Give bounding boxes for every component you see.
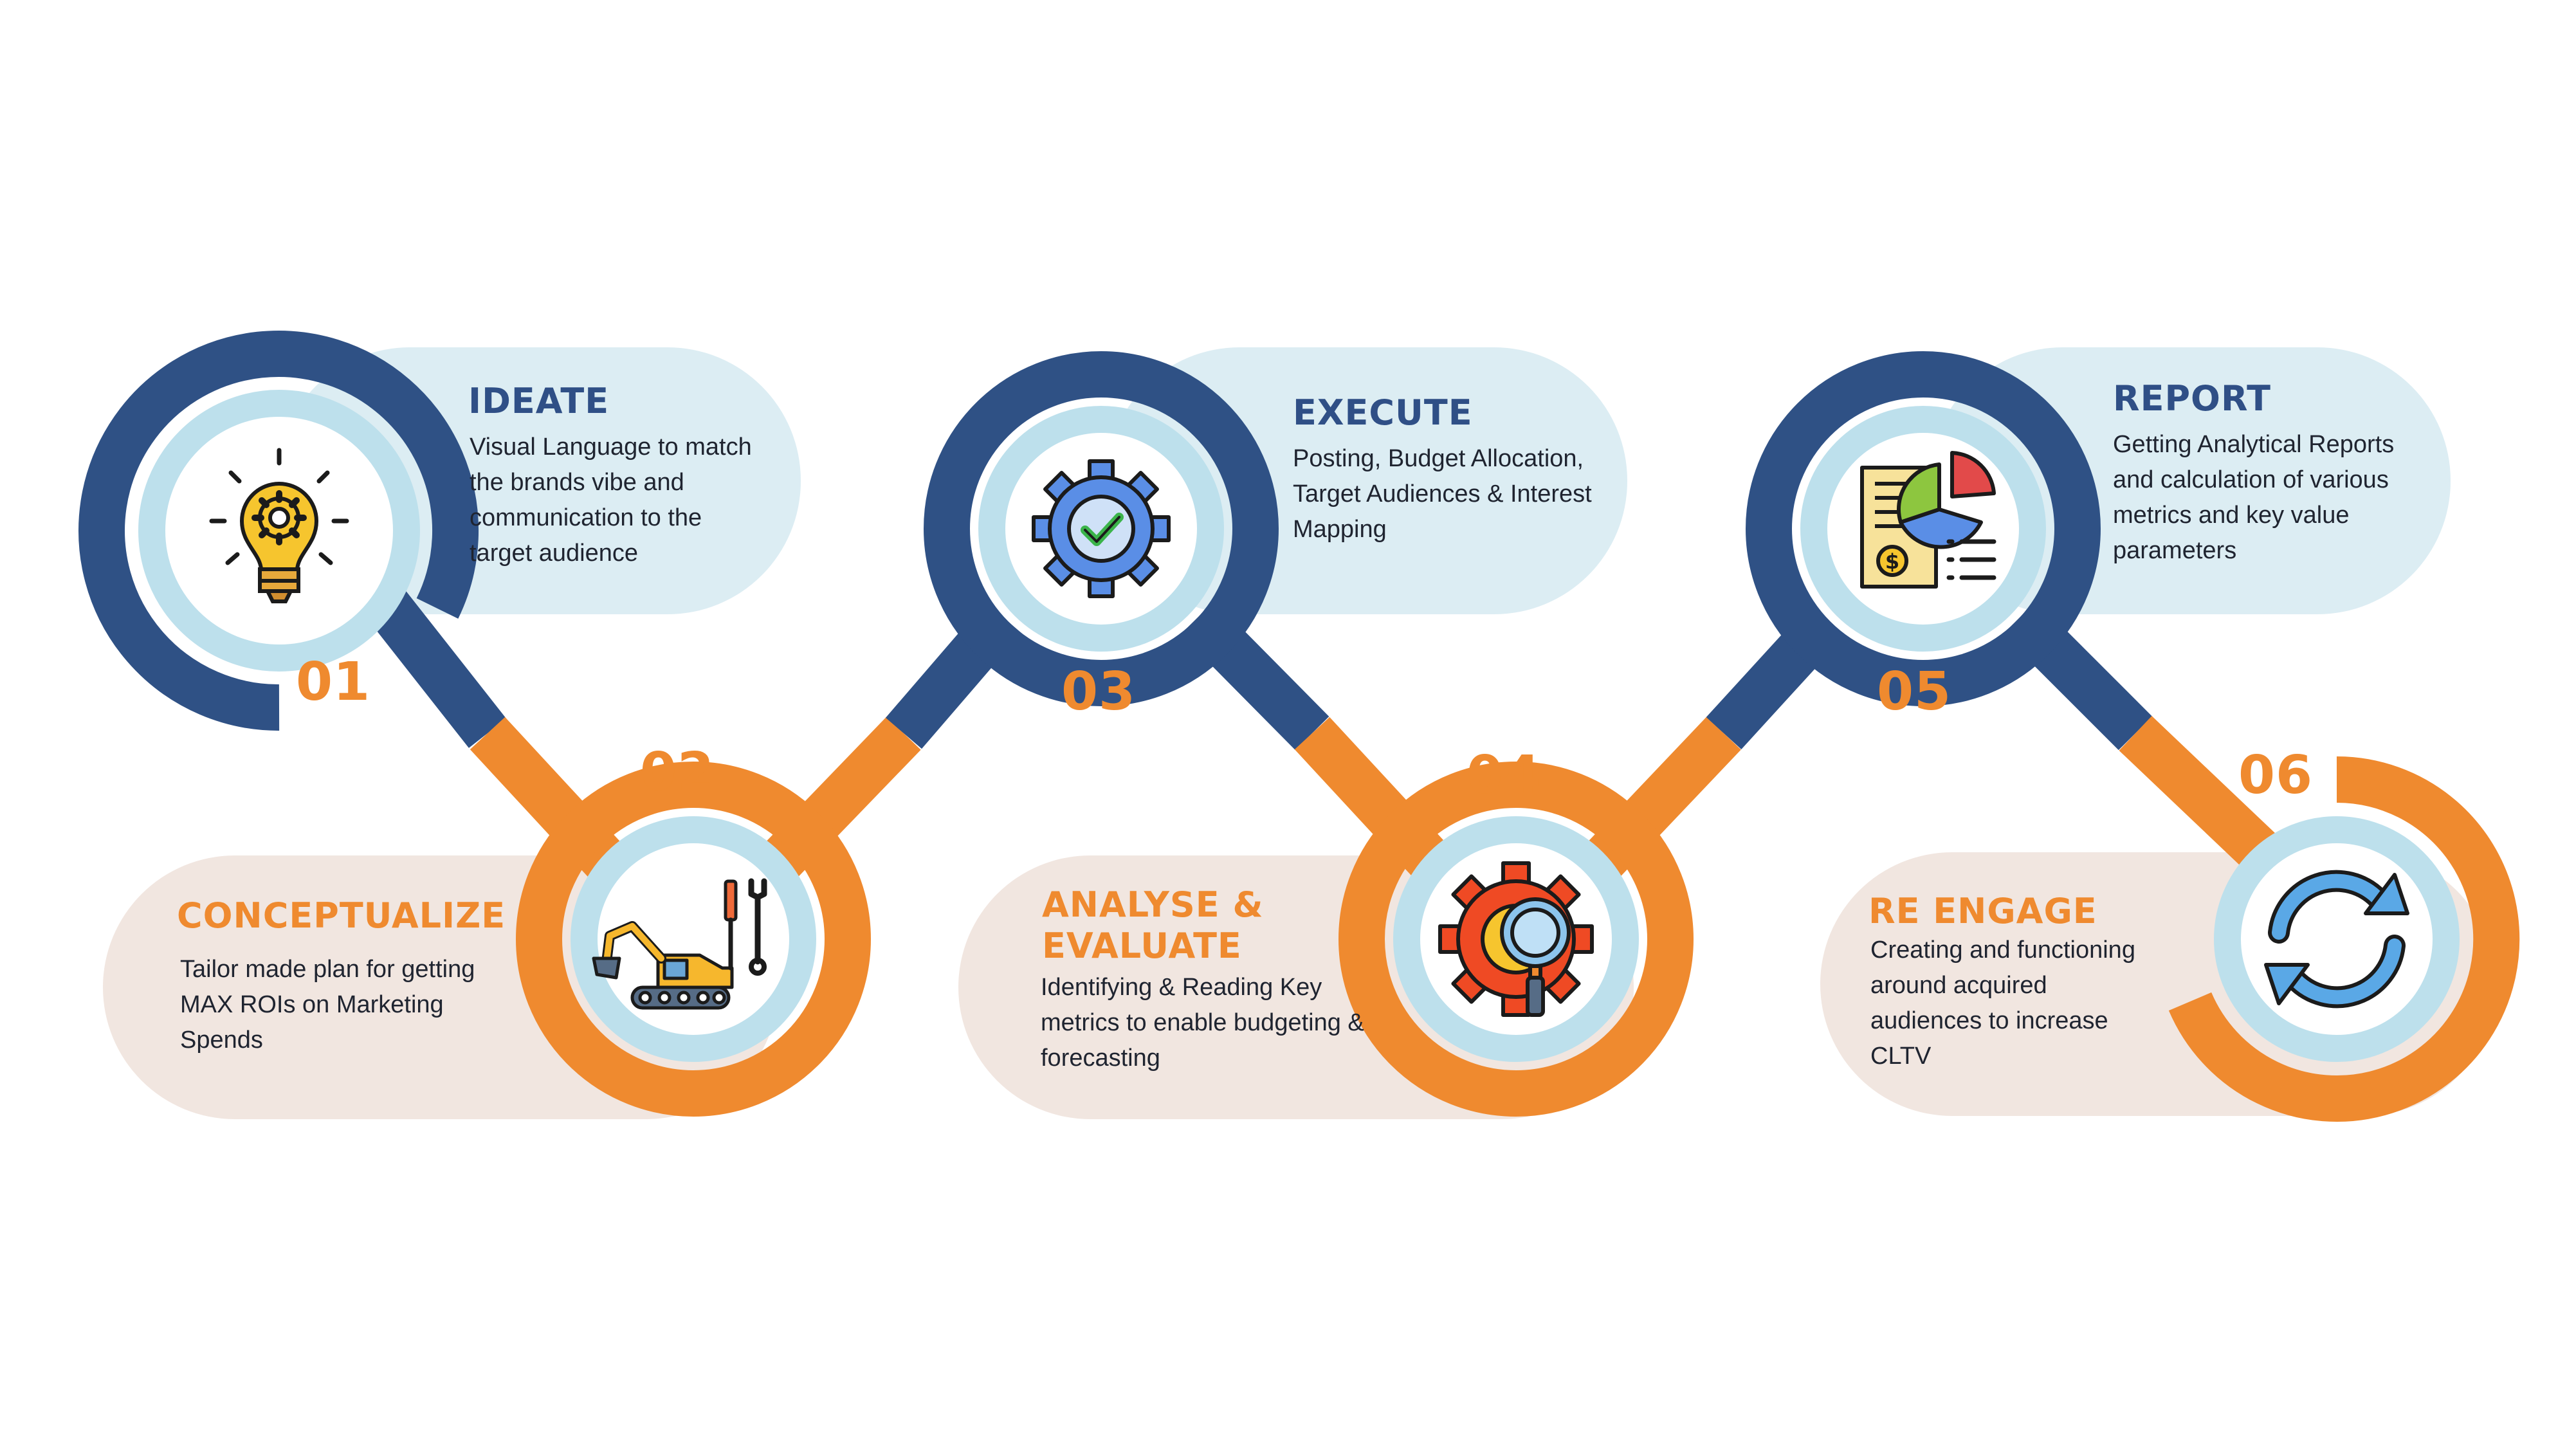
- step-3-description: Posting, Budget Allocation, Target Audie…: [1293, 445, 1592, 543]
- lightbulb-gear-icon: [209, 448, 349, 603]
- connector-1-2-navy: [357, 577, 507, 748]
- excavator-tools-icon: [592, 878, 767, 1010]
- step-2-title: CONCEPTUALIZE: [177, 895, 506, 936]
- step-5-title: REPORT: [2113, 378, 2271, 419]
- step-1-number: 01: [296, 652, 371, 713]
- step-2-description: Tailor made plan for getting MAX ROIs on…: [180, 956, 475, 1054]
- step-4-title: ANALYSE & EVALUATE: [1042, 884, 1264, 966]
- refresh-arrows-icon: [2264, 870, 2409, 1009]
- step-2-inner-ring: [571, 816, 816, 1062]
- svg-text:$: $: [1885, 549, 1899, 574]
- step-4-number: 04: [1466, 745, 1542, 806]
- gear-magnifier-icon: [1438, 861, 1594, 1017]
- step-6-number: 06: [2238, 745, 2314, 806]
- step-2-ring: [516, 762, 871, 1117]
- step-5-ring: [1746, 351, 2101, 706]
- report-pie-chart-icon: $: [1860, 451, 1996, 589]
- step-5-description: Getting Analytical Reports and calculati…: [2113, 431, 2395, 564]
- step-6-ring: [2168, 756, 2520, 1122]
- step-2-number: 02: [640, 742, 715, 803]
- step-4-ring: [1338, 762, 1694, 1117]
- step-6-title: RE ENGAGE: [1868, 891, 2097, 931]
- step-6-description: Creating and functioning around acquired…: [1870, 937, 2135, 1070]
- step-1-title: IDEATE: [468, 381, 610, 421]
- step-3-title: EXECUTE: [1293, 392, 1473, 433]
- step-3-ring: [924, 351, 1279, 706]
- step-3-number: 03: [1061, 661, 1137, 722]
- gear-check-icon: [1032, 459, 1171, 598]
- step-1-ring: [78, 331, 479, 731]
- step-4-description: Identifying & Reading Key metrics to ena…: [1041, 974, 1364, 1072]
- step-6-inner-ring: [2214, 816, 2460, 1062]
- connector-5-6-orange: [2119, 716, 2281, 873]
- step-5-number: 05: [1877, 661, 1952, 722]
- step-1-description: Visual Language to match the brands vibe…: [470, 434, 752, 567]
